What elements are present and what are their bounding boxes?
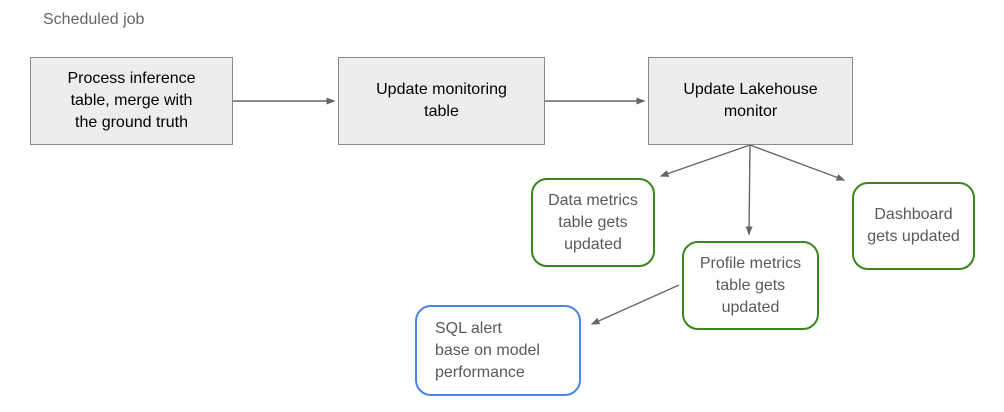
arrow-lakehouse-to-profile-metrics bbox=[745, 144, 753, 236]
node-update-monitoring-table: Update monitoring table bbox=[338, 57, 545, 145]
node-dashboard-updated: Dashboard gets updated bbox=[852, 182, 975, 270]
node-profile-metrics-table: Profile metrics table gets updated bbox=[682, 241, 819, 330]
node-sql-alert: SQL alert base on model performance bbox=[415, 305, 581, 396]
arrow-lakehouse-to-data-metrics bbox=[659, 144, 751, 177]
scheduled-job-label: Scheduled job bbox=[43, 11, 145, 28]
arrow-lakehouse-to-dashboard bbox=[749, 144, 846, 181]
node-process-inference-table: Process inference table, merge with the … bbox=[30, 57, 233, 145]
arrow-profile-metrics-to-sql-alert bbox=[590, 284, 680, 325]
node-update-lakehouse-monitor: Update Lakehouse monitor bbox=[648, 57, 853, 145]
node-data-metrics-table: Data metrics table gets updated bbox=[531, 178, 655, 267]
